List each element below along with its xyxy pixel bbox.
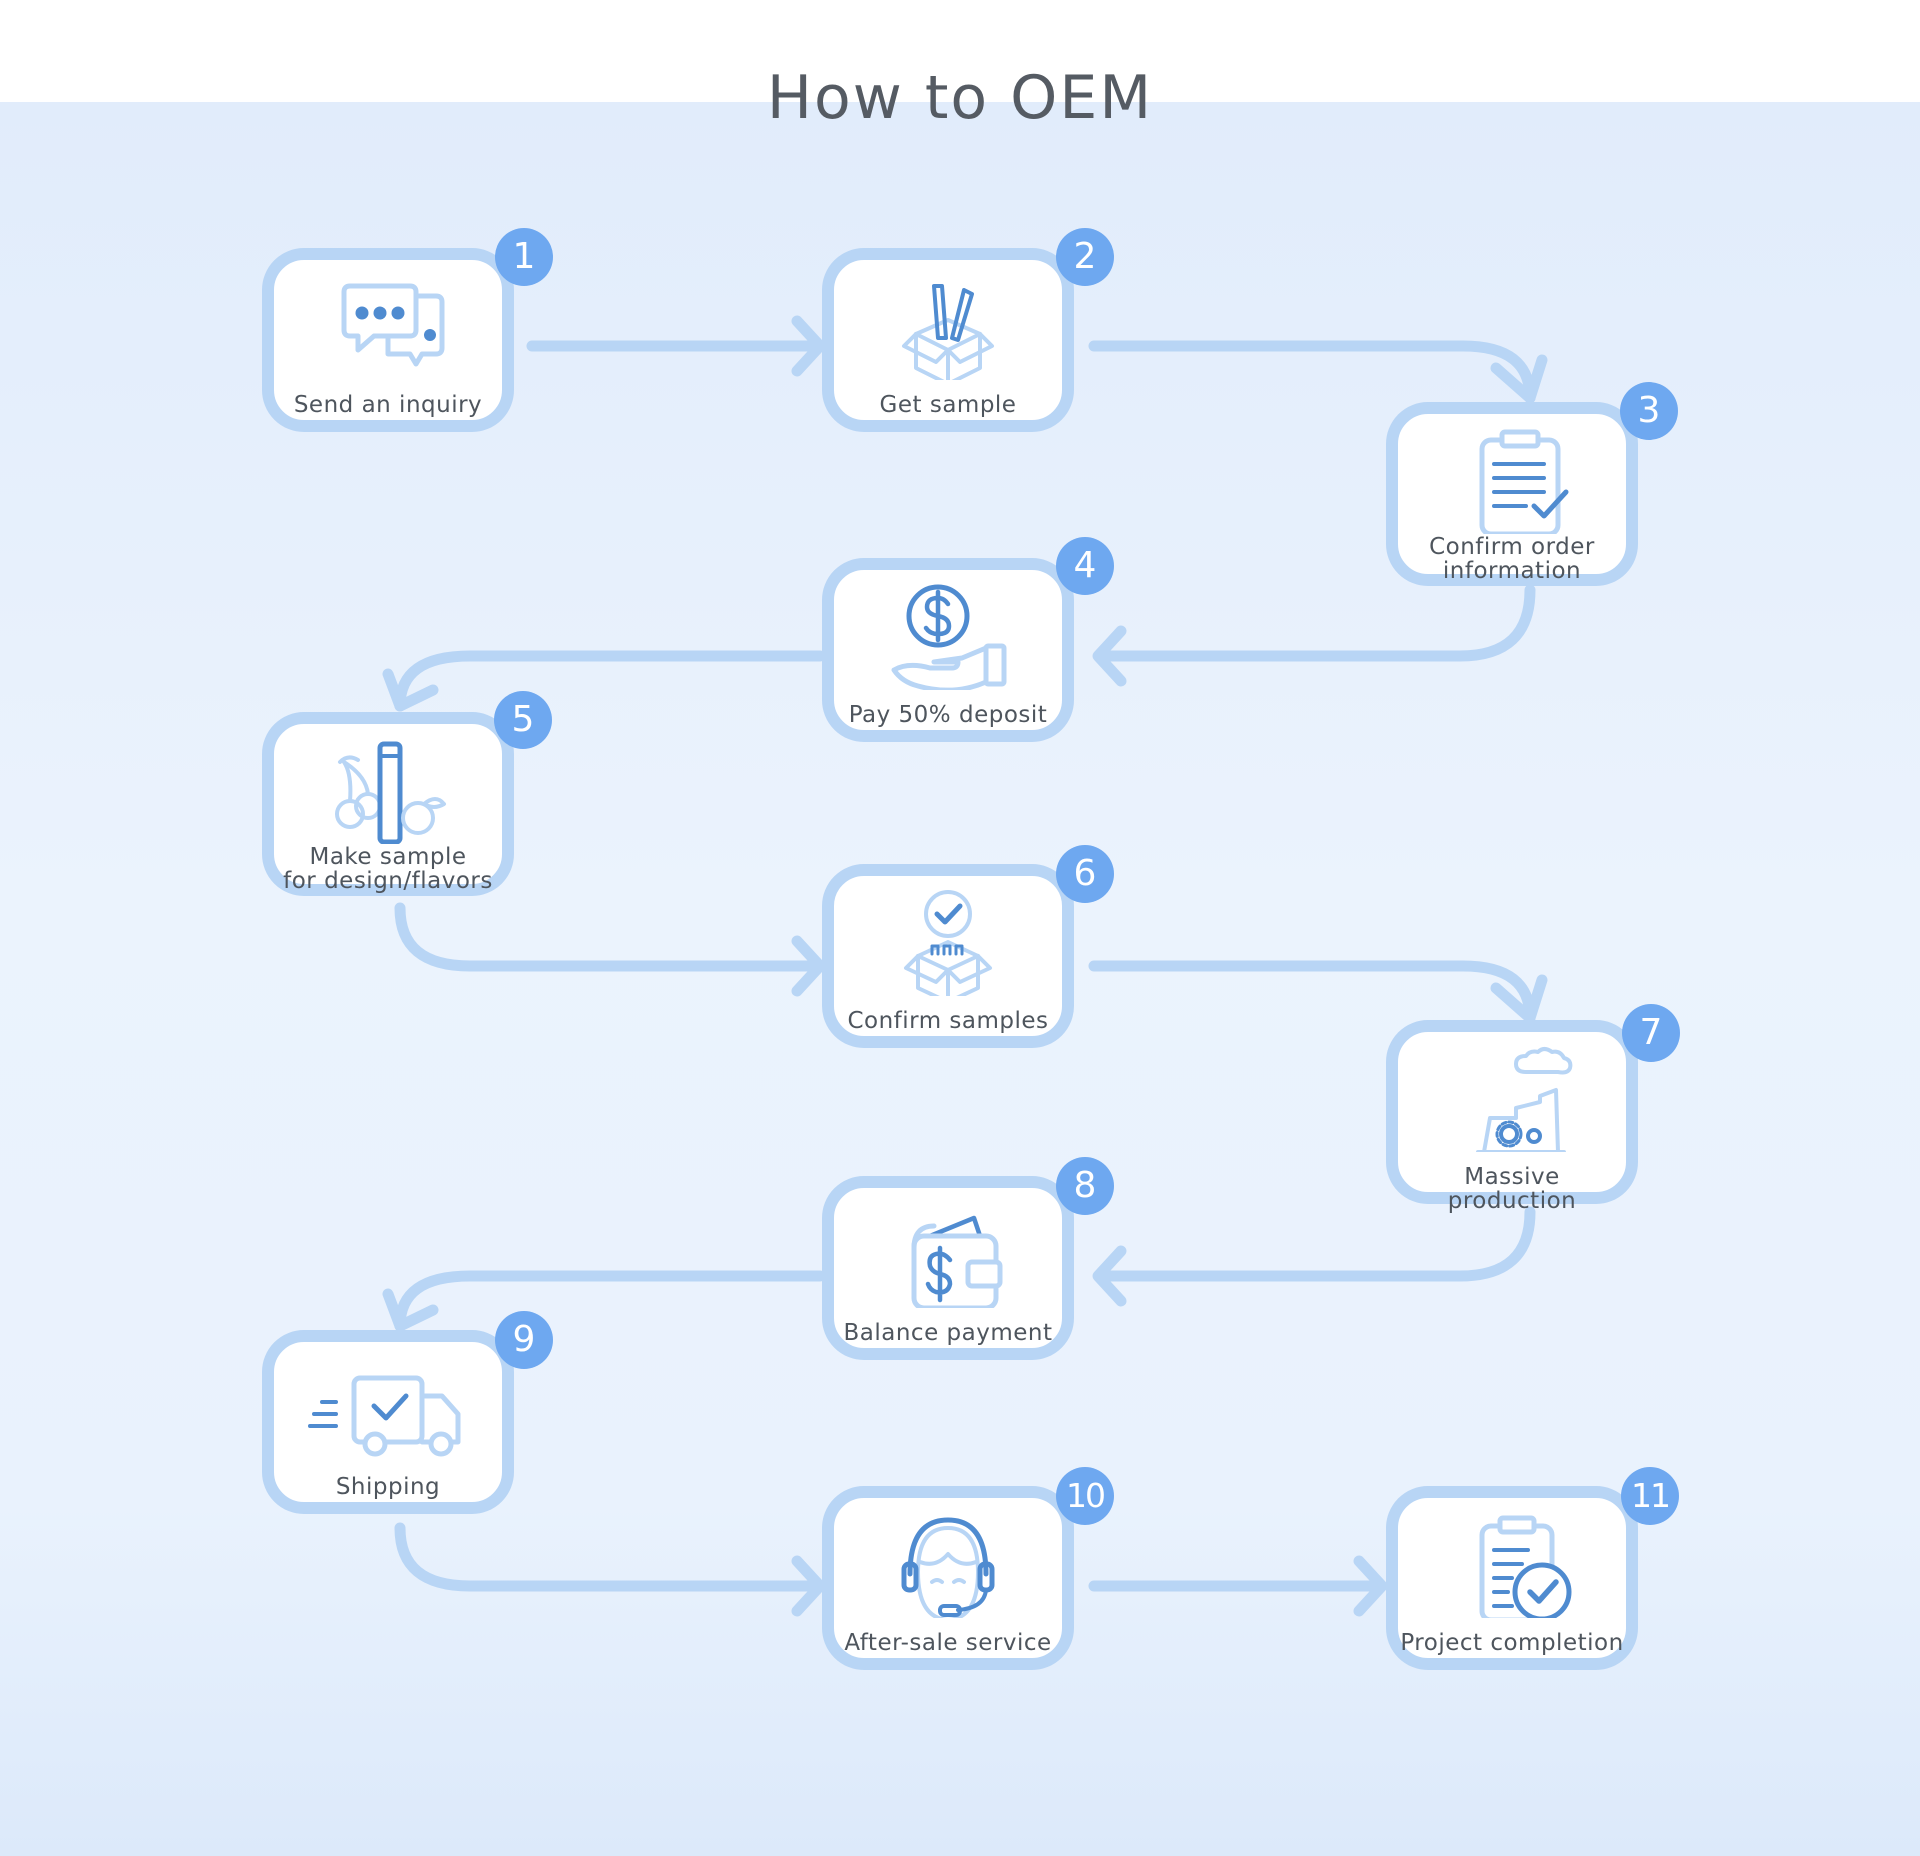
box-check-icon — [904, 890, 992, 996]
step-card-10: After-sale service — [822, 1486, 1074, 1670]
delivery-truck-icon — [308, 1375, 461, 1457]
step-card-5: Make sample for design/flavors — [262, 712, 514, 896]
connector-7-8 — [1092, 1206, 1536, 1307]
step-number-badge-8: 8 — [1056, 1157, 1114, 1215]
step-label-7: Massive production — [1447, 1164, 1577, 1214]
step-number-badge-6: 6 — [1056, 845, 1114, 903]
step-label-5: Make sample for design/flavors — [283, 844, 493, 894]
step-label-4: Pay 50% deposit — [848, 702, 1048, 728]
step-label-6: Confirm samples — [847, 1008, 1049, 1034]
step-card-9: Shipping — [262, 1330, 514, 1514]
step-label-1: Send an inquiry — [293, 392, 483, 418]
step-number-badge-4: 4 — [1056, 537, 1114, 595]
connector-1-2 — [526, 315, 826, 377]
step-card-1: Send an inquiry — [262, 248, 514, 432]
connector-4-5 — [382, 650, 826, 712]
connector-10-11 — [1088, 1555, 1388, 1617]
step-number-badge-2: 2 — [1056, 228, 1114, 286]
step-card-11: Project completion — [1386, 1486, 1638, 1670]
step-number-badge-9: 9 — [495, 1311, 553, 1369]
connector-5-6 — [394, 902, 826, 997]
step-number-badge-7: 7 — [1622, 1004, 1680, 1062]
step-label-3: Confirm order information — [1429, 534, 1595, 584]
connector-6-7 — [1088, 960, 1548, 1024]
step-label-9: Shipping — [335, 1474, 441, 1500]
connector-9-10 — [394, 1522, 826, 1617]
step-number-badge-5: 5 — [494, 691, 552, 749]
vape-fruit-icon — [335, 741, 446, 844]
sample-box-icon — [902, 284, 994, 380]
headset-agent-icon — [901, 1517, 995, 1618]
step-number-badge-1: 1 — [495, 228, 553, 286]
page-title: How to OEM — [766, 63, 1154, 133]
wallet-dollar-icon — [911, 1215, 1003, 1308]
step-number-badge-11: 11 — [1621, 1467, 1679, 1525]
chat-bubbles-icon — [341, 283, 445, 367]
connector-3-4 — [1092, 584, 1536, 687]
hand-coin-icon — [891, 584, 1007, 690]
step-number-badge-3: 3 — [1620, 382, 1678, 440]
clipboard-check-icon — [1479, 429, 1569, 534]
step-label-11: Project completion — [1400, 1630, 1624, 1656]
step-card-7: Massive production — [1386, 1020, 1638, 1213]
step-label-2: Get sample — [879, 392, 1017, 418]
step-card-6: Confirm samples — [822, 864, 1074, 1048]
connector-8-9 — [382, 1270, 826, 1332]
step-number-badge-10: 10 — [1056, 1467, 1114, 1525]
step-card-3: Confirm order information — [1386, 402, 1638, 586]
step-card-2: Get sample — [822, 248, 1074, 432]
step-label-10: After-sale service — [844, 1630, 1052, 1656]
factory-icon — [1476, 1047, 1573, 1152]
step-card-8: Balance payment — [822, 1176, 1074, 1360]
step-label-8: Balance payment — [843, 1320, 1053, 1346]
document-check-icon — [1479, 1515, 1572, 1618]
step-card-4: Pay 50% deposit — [822, 558, 1074, 742]
connector-2-3 — [1088, 340, 1548, 404]
